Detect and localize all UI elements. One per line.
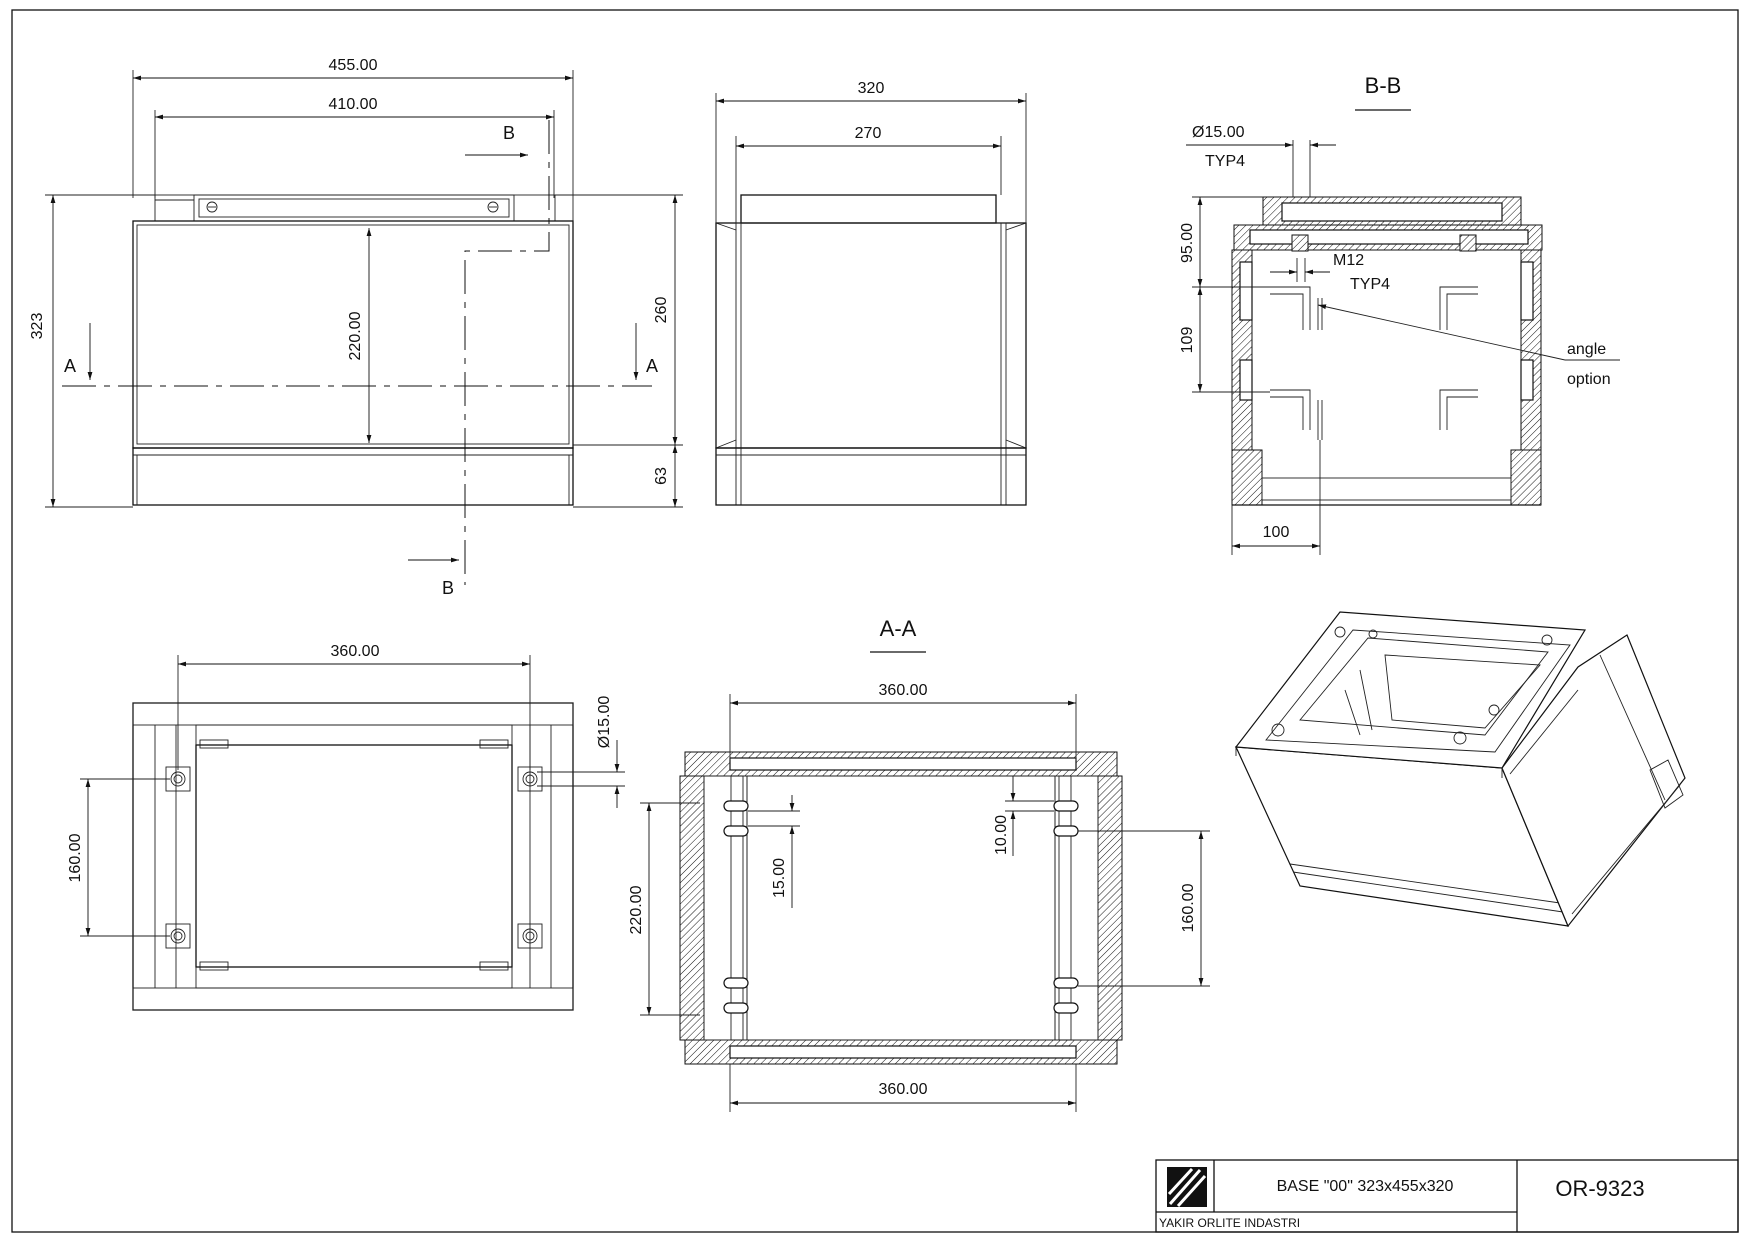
dim-aa-slot-width: 10.00	[993, 815, 1010, 855]
dim-aa-slot-pitch: 15.00	[771, 858, 788, 898]
bottom-view: 360.00 160.00 Ø15.00	[67, 643, 625, 1011]
dim-offset: 100	[1263, 524, 1290, 541]
section-b-top-label: B	[503, 123, 515, 143]
section-bb-title: B-B	[1365, 73, 1402, 98]
dim-aa-bottom-width: 360.00	[879, 1081, 928, 1098]
section-a-right-label: A	[646, 356, 658, 376]
dim-aa-rail-spacing: 160.00	[1180, 883, 1197, 932]
dim-aa-inner-height: 220.00	[628, 885, 645, 934]
dim-inner-width: 410.00	[329, 96, 378, 113]
dim-thread: M12	[1333, 252, 1364, 269]
callout-option: option	[1567, 371, 1611, 388]
title-block: BASE "00" 323x455x320 OR-9323 YAKIR ORLI…	[1155, 1159, 1739, 1233]
dim-bottom-hole-diameter: Ø15.00	[596, 696, 613, 749]
dim-hole-count: TYP4	[1205, 153, 1245, 170]
dim-rail-spacing: 109	[1179, 327, 1196, 354]
dim-base-height: 63	[653, 467, 670, 485]
dim-upper-height: 260	[653, 297, 670, 324]
dim-inner-depth: 270	[855, 125, 882, 142]
dim-hole-spacing-x: 360.00	[331, 643, 380, 660]
dim-overall-depth: 320	[858, 80, 885, 97]
section-bb: B-B angle option Ø	[1179, 73, 1620, 555]
company-logo-icon	[1167, 1167, 1207, 1208]
dim-top-height: 95.00	[1179, 223, 1196, 263]
callout-angle: angle	[1567, 341, 1606, 358]
sheet-border	[11, 9, 1739, 1233]
section-a-left-label: A	[64, 356, 76, 376]
section-b-bottom-label: B	[442, 578, 454, 598]
dim-aa-top-width: 360.00	[879, 682, 928, 699]
section-aa: A-A 360.00 360.0	[628, 616, 1210, 1112]
side-view: 320 270	[715, 80, 1027, 506]
dim-hole-diameter: Ø15.00	[1192, 124, 1245, 141]
dim-thread-count: TYP4	[1350, 276, 1390, 293]
dim-hole-spacing-y: 160.00	[67, 833, 84, 882]
isometric-view	[1234, 611, 1686, 928]
title-description: BASE "00" 323x455x320	[1277, 1178, 1454, 1195]
section-aa-title: A-A	[880, 616, 917, 641]
part-number: OR-9323	[1555, 1176, 1644, 1201]
dim-overall-width: 455.00	[329, 57, 378, 74]
company-name: YAKIR ORLITE INDASTRI	[1159, 1216, 1300, 1230]
dim-window-height: 220.00	[347, 311, 364, 360]
dim-overall-height: 323	[29, 313, 46, 340]
front-view: A A B B 455.00 410.00 323 220.00 260 63	[29, 57, 683, 598]
